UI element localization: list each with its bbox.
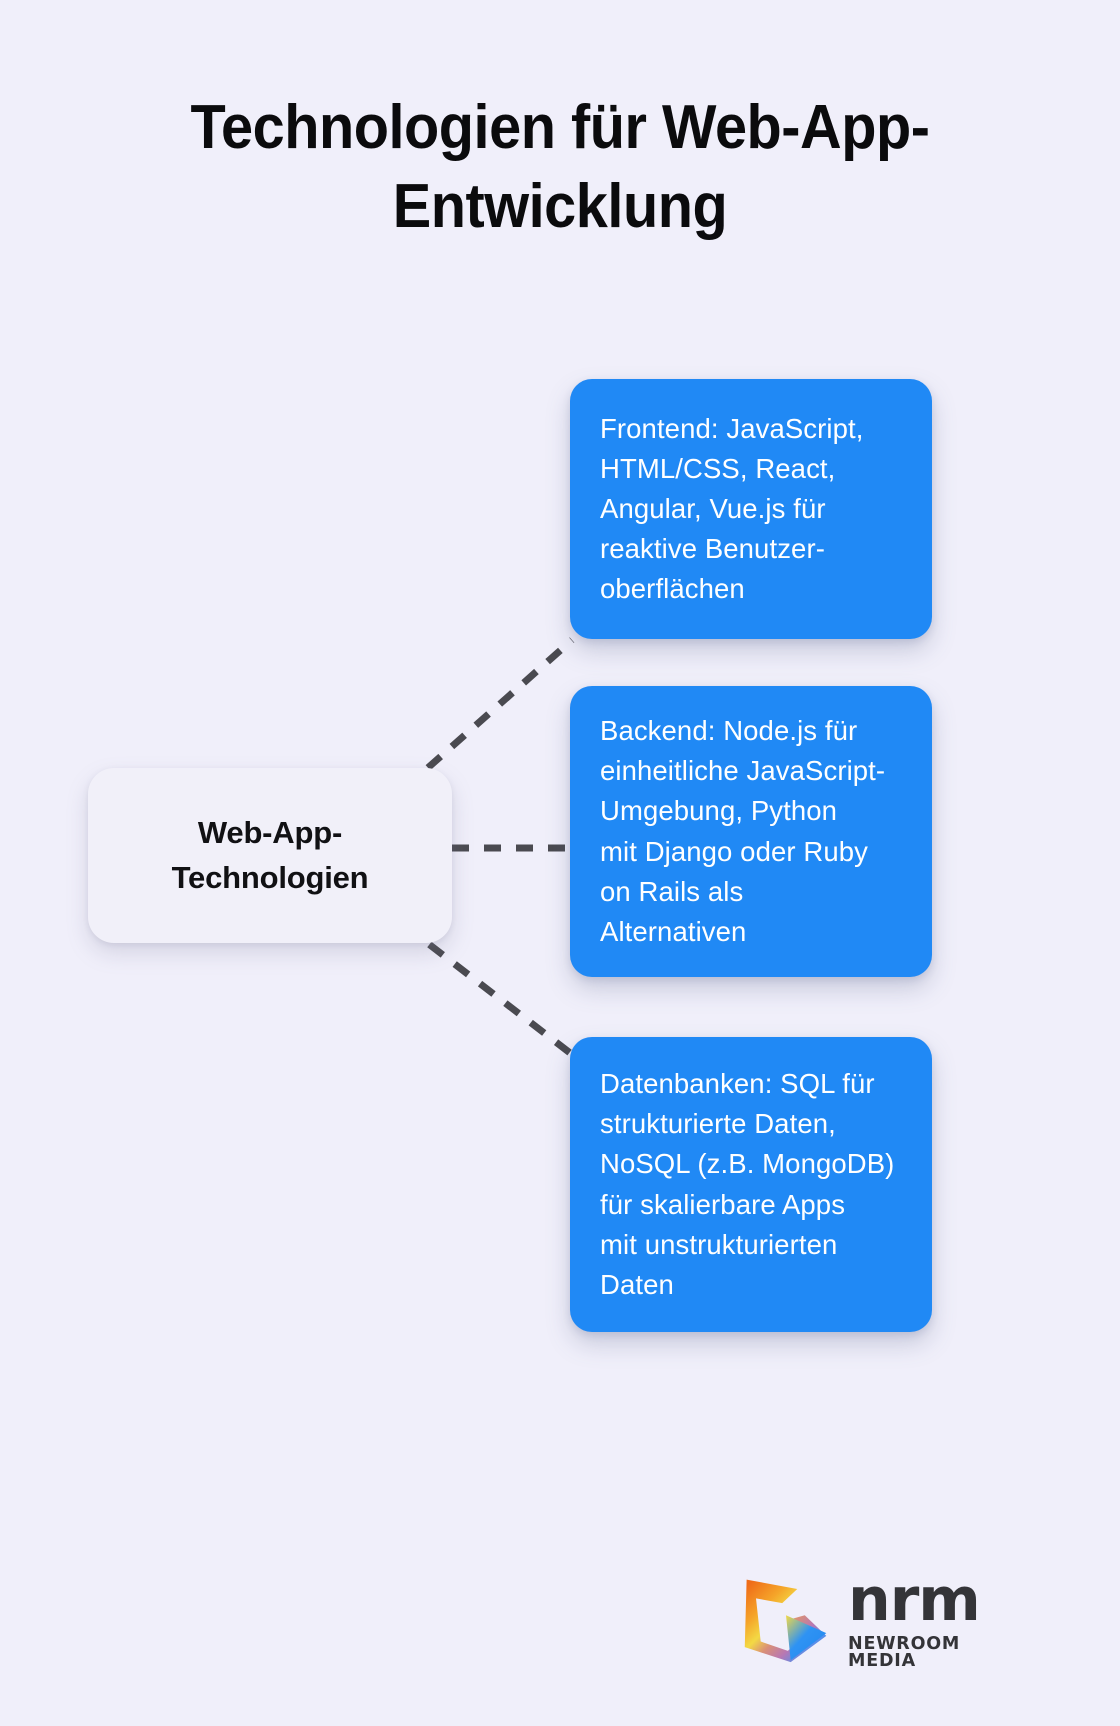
connector-to-datenbanken [401, 922, 577, 1059]
branch-card-datenbanken-text: Datenbanken: SQL für strukturierte Daten… [600, 1068, 895, 1300]
brand-wordmark: nrm NEWROOM MEDIA [848, 1565, 1000, 1672]
branch-card-frontend[interactable]: Frontend: JavaScript, HTML/CSS, React, A… [570, 379, 932, 639]
center-node-label-line-2: Technologien [171, 859, 369, 895]
center-node-label-line-1: Web-App- [197, 815, 343, 851]
branch-card-frontend-text: Frontend: JavaScript, HTML/CSS, React, A… [600, 412, 864, 605]
branch-card-backend[interactable]: Backend: Node.js für einheitliche JavaSc… [570, 686, 932, 977]
nrm-chevron-mark-icon [744, 1579, 827, 1663]
center-node-label: Web-App- Technologien [172, 811, 369, 899]
brand-tagline: NEWROOM MEDIA [848, 1633, 961, 1672]
brand-logo: nrm NEWROOM MEDIA [738, 1565, 1000, 1672]
page-title-line-1: Technologien für Web-App- [190, 93, 930, 162]
page-title: Technologien für Web-App- Entwicklung [95, 88, 1025, 247]
page-title-line-2: Entwicklung [392, 172, 728, 242]
branch-card-datenbanken[interactable]: Datenbanken: SQL für strukturierte Daten… [570, 1037, 932, 1332]
connector-to-frontend [401, 637, 575, 792]
branch-card-backend-text: Backend: Node.js für einheitliche JavaSc… [600, 715, 886, 947]
brand-wordmark-text: nrm [848, 1565, 981, 1635]
center-node[interactable]: Web-App- Technologien [88, 768, 452, 943]
